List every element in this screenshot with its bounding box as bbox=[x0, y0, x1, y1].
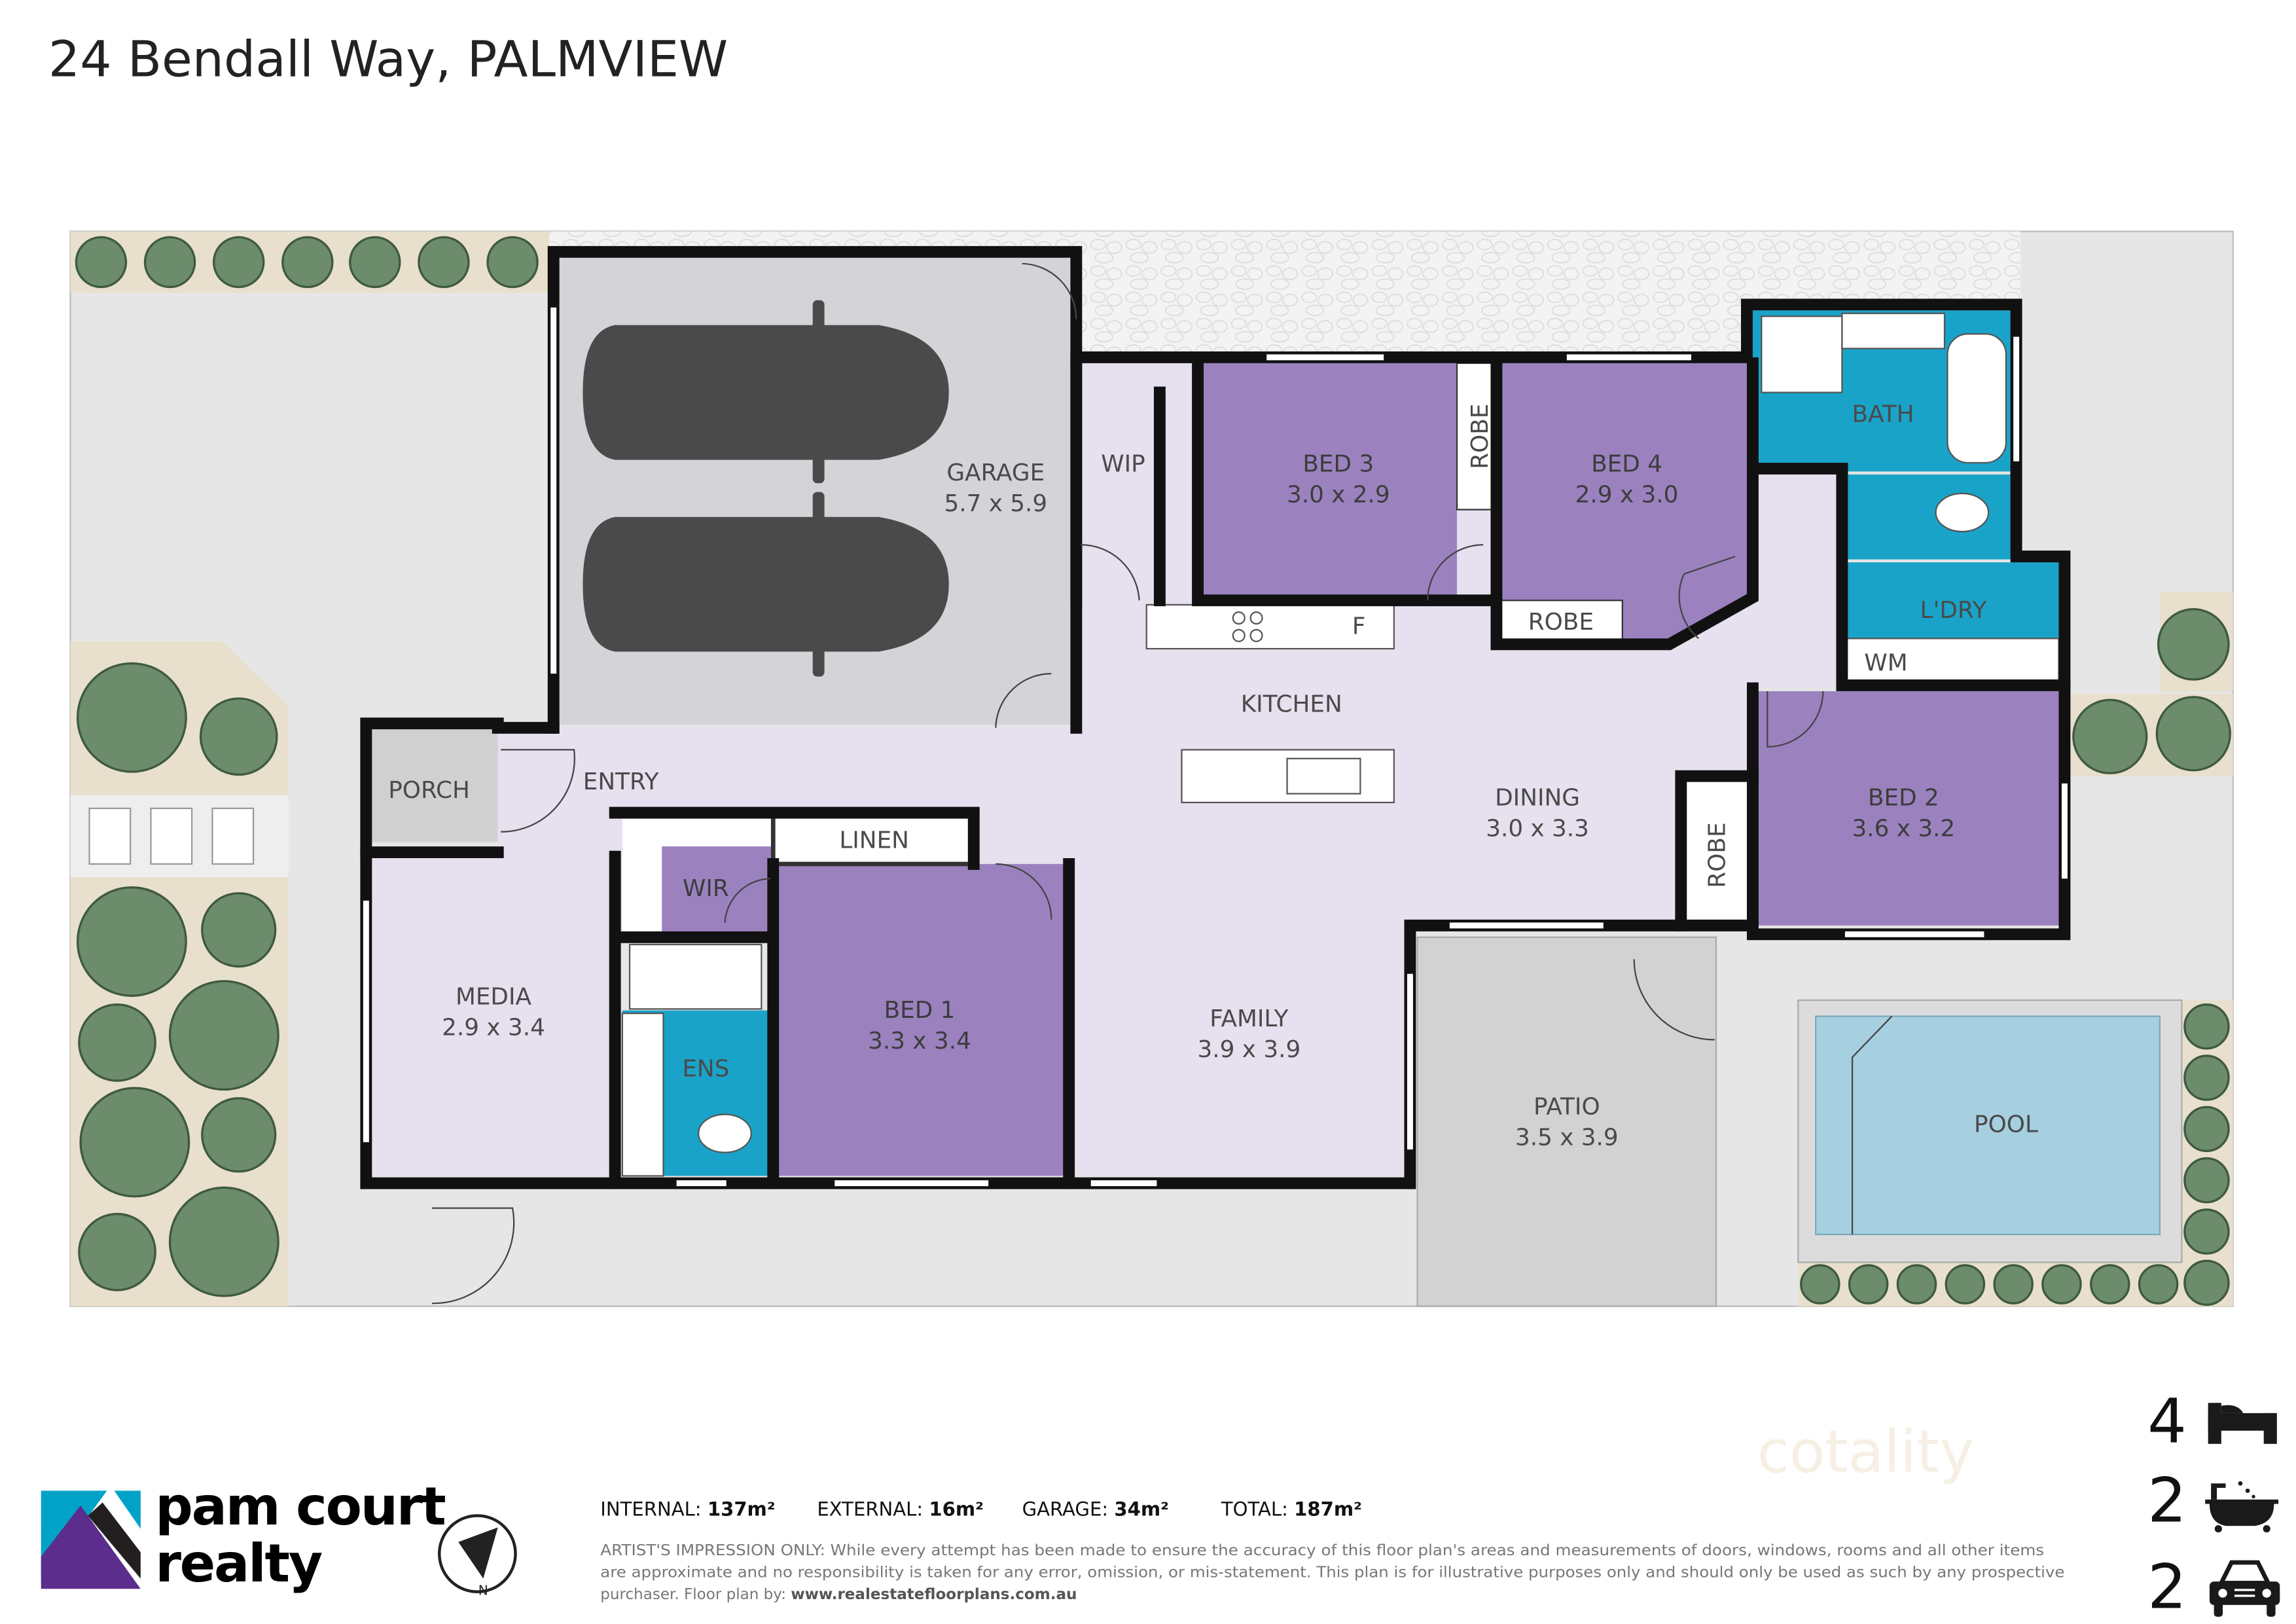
label-robe2: ROBE bbox=[1704, 822, 1731, 888]
label-media: MEDIA bbox=[456, 984, 532, 1011]
door-swings bbox=[432, 262, 1824, 1305]
label-dining: DINING bbox=[1495, 784, 1580, 811]
windows bbox=[363, 307, 2068, 1187]
bed4-floor bbox=[1501, 363, 1753, 645]
svg-text:GARAGE: 34m²: GARAGE: 34m² bbox=[1022, 1498, 1169, 1520]
bed2-floor bbox=[1752, 691, 2060, 926]
svg-text:TOTAL: 187m²: TOTAL: 187m² bbox=[1221, 1498, 1362, 1520]
label-wip: WIP bbox=[1101, 450, 1145, 477]
sink bbox=[1286, 757, 1361, 795]
label-linen: LINEN bbox=[839, 827, 909, 854]
label-garage: GARAGE bbox=[946, 460, 1045, 486]
svg-text:N: N bbox=[478, 1582, 488, 1598]
label-ldry: L'DRY bbox=[1920, 597, 1987, 624]
dims-bed1: 3.3 x 3.4 bbox=[868, 1028, 971, 1055]
patio-area bbox=[1416, 936, 1717, 1307]
label-ens: ENS bbox=[682, 1055, 729, 1082]
wc-floor bbox=[1842, 474, 2017, 560]
floorplan-link: www.realestatefloorplans.com.au bbox=[791, 1586, 1077, 1603]
bed-icon bbox=[2208, 1403, 2277, 1444]
agency-logo: pam court realty bbox=[41, 1475, 447, 1594]
label-bed1: BED 1 bbox=[884, 997, 956, 1024]
dims-bed4: 2.9 x 3.0 bbox=[1575, 481, 1679, 508]
dims-family: 3.9 x 3.9 bbox=[1197, 1036, 1300, 1063]
area-summary: INTERNAL: 137m² EXTERNAL: 16m² GARAGE: 3… bbox=[600, 1498, 1362, 1520]
car-1 bbox=[583, 300, 949, 484]
label-wir: WIR bbox=[683, 875, 729, 902]
feature-counts: 4 2 2 bbox=[2147, 1386, 2187, 1623]
bed3-floor bbox=[1200, 363, 1458, 601]
svg-text:INTERNAL: 137m²: INTERNAL: 137m² bbox=[600, 1498, 775, 1520]
porch-floor bbox=[360, 717, 498, 842]
car-2 bbox=[583, 492, 949, 677]
dims-patio: 3.5 x 3.9 bbox=[1515, 1124, 1619, 1151]
watermark: cotality bbox=[1757, 1418, 1975, 1486]
linen-floor bbox=[770, 810, 977, 867]
ens-toilet bbox=[698, 1113, 752, 1153]
dims-garage: 5.7 x 5.9 bbox=[944, 490, 1047, 517]
dims-dining: 3.0 x 3.3 bbox=[1486, 815, 1589, 842]
label-bed2: BED 2 bbox=[1868, 784, 1939, 811]
ens-vanity bbox=[621, 1012, 664, 1177]
label-pool: POOL bbox=[1974, 1111, 2038, 1138]
svg-text:are approximate and no respons: are approximate and no responsibility is… bbox=[600, 1564, 2064, 1581]
page-title: 24 Bendall Way, PALMVIEW bbox=[48, 29, 728, 88]
media-floor bbox=[370, 856, 615, 1176]
stepping-stones bbox=[70, 795, 289, 878]
bath-icon bbox=[2205, 1481, 2279, 1533]
wir-floor bbox=[662, 846, 774, 937]
logo-line1: pam court bbox=[155, 1475, 445, 1537]
dims-bed3: 3.0 x 2.9 bbox=[1287, 481, 1390, 508]
kitchen-bench bbox=[1145, 604, 1395, 650]
robe3-floor bbox=[1456, 362, 1498, 511]
car-icon bbox=[2209, 1560, 2280, 1617]
bath-tub bbox=[1946, 333, 2007, 464]
room-labels: GARAGE 5.7 x 5.9 WIP BED 3 3.0 x 2.9 ROB… bbox=[388, 401, 2038, 1151]
label-wm: WM bbox=[1864, 650, 1907, 677]
bedroom-count: 4 bbox=[2147, 1386, 2187, 1458]
bed1-floor bbox=[773, 863, 1069, 1176]
label-robe3: ROBE bbox=[1467, 404, 1494, 469]
bathroom-count: 2 bbox=[2147, 1465, 2187, 1536]
cooktop bbox=[1232, 611, 1263, 642]
toilet bbox=[1935, 492, 1990, 533]
garden-pool-right bbox=[2181, 1000, 2233, 1307]
compass-icon: N bbox=[437, 1514, 517, 1598]
shrubs bbox=[75, 236, 2231, 1306]
svg-text:purchaser. Floor plan by: www.: purchaser. Floor plan by: www.realestate… bbox=[600, 1586, 1077, 1603]
label-porch: PORCH bbox=[388, 777, 470, 804]
label-fridge: F bbox=[1352, 613, 1366, 640]
bath-vanity bbox=[1841, 312, 1946, 350]
ens-shower bbox=[628, 943, 762, 1010]
car-count: 2 bbox=[2147, 1551, 2187, 1623]
bath-shower bbox=[1761, 316, 1843, 393]
svg-text:EXTERNAL: 16m²: EXTERNAL: 16m² bbox=[817, 1498, 984, 1520]
laundry-floor bbox=[1842, 562, 2065, 639]
logo-line2: realty bbox=[155, 1532, 323, 1594]
disclaimer: ARTIST'S IMPRESSION ONLY: While every at… bbox=[600, 1542, 2064, 1603]
label-entry: ENTRY bbox=[583, 768, 659, 795]
dims-media: 2.9 x 3.4 bbox=[442, 1015, 545, 1041]
label-family: FAMILY bbox=[1210, 1005, 1288, 1032]
label-bed4: BED 4 bbox=[1591, 450, 1662, 477]
svg-text:ARTIST'S IMPRESSION ONLY: Whil: ARTIST'S IMPRESSION ONLY: While every at… bbox=[600, 1542, 2044, 1559]
label-robe4: ROBE bbox=[1528, 609, 1594, 636]
label-bed3: BED 3 bbox=[1302, 450, 1374, 477]
label-kitchen: KITCHEN bbox=[1241, 691, 1342, 717]
label-bath: BATH bbox=[1852, 401, 1914, 427]
pool-water bbox=[1815, 1015, 2161, 1236]
label-patio: PATIO bbox=[1534, 1093, 1600, 1120]
dims-bed2: 3.6 x 3.2 bbox=[1852, 815, 1956, 842]
